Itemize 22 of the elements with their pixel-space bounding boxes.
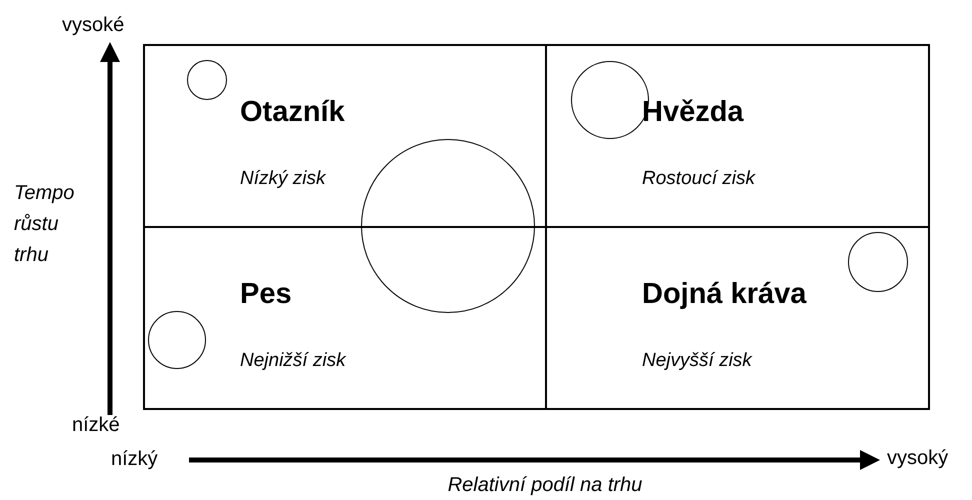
quadrant-title: Dojná kráva [642,278,806,311]
quadrant-description: Rostoucí zisk [642,168,755,190]
axis-label: Relativní podíl na trhu [446,474,644,497]
quadrant-title: Pes [240,278,292,311]
axis-label: Tempo růstu trhu [14,181,76,268]
quadrant-box [545,226,930,410]
quadrant-description: Nízký zisk [240,168,326,190]
bubble [848,232,908,292]
axis-label: nízký [111,448,158,471]
axis-label: vysoké [62,14,124,37]
bubble [361,139,535,313]
bubble [187,60,227,100]
quadrant-title: Otazník [240,96,345,129]
bubble [148,311,206,369]
quadrant-box [143,226,547,410]
axis-label: nízké [72,414,120,437]
axis-label: vysoký [887,447,948,470]
quadrant-description: Nejnižší zisk [240,350,346,372]
quadrant-box [545,44,930,228]
quadrant-description: Nejvyšší zisk [642,350,752,372]
quadrant-box [143,44,547,228]
quadrant-title: Hvězda [642,96,744,129]
